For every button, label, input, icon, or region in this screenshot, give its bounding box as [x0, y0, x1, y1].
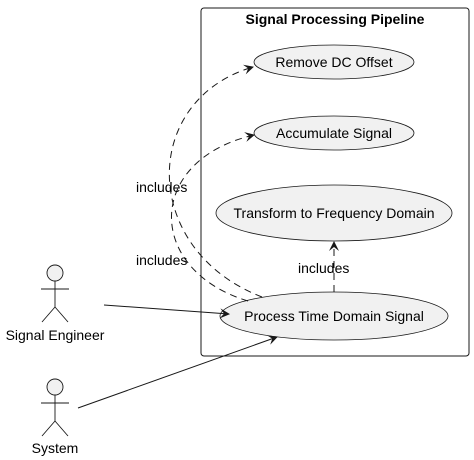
include-label-transform: includes — [298, 260, 349, 276]
use-case-label: Transform to Frequency Domain — [234, 205, 435, 221]
actor-system[interactable]: System — [32, 378, 79, 456]
include-arrow-remove-dc — [168, 64, 263, 298]
association-engineer-process — [103, 304, 230, 319]
use-case-transform-frequency[interactable]: Transform to Frequency Domain — [215, 184, 453, 242]
use-case-label: Accumulate Signal — [276, 125, 392, 141]
association-system-process — [77, 335, 278, 409]
include-label-remove-dc: includes — [136, 179, 187, 195]
actor-label: Signal Engineer — [6, 327, 105, 343]
include-arrow-accumulate — [171, 132, 255, 302]
use-case-accumulate-signal[interactable]: Accumulate Signal — [253, 115, 415, 151]
actor-signal-engineer[interactable]: Signal Engineer — [6, 264, 105, 343]
actor-label: System — [32, 440, 79, 456]
use-case-remove-dc-offset[interactable]: Remove DC Offset — [253, 44, 415, 80]
system-boundary: Signal Processing Pipeline — [200, 7, 470, 357]
use-case-label: Remove DC Offset — [275, 54, 392, 70]
include-label-accumulate: includes — [136, 252, 187, 268]
package-title: Signal Processing Pipeline — [246, 11, 425, 27]
use-case-label: Process Time Domain Signal — [244, 308, 424, 324]
use-case-process-time-domain[interactable]: Process Time Domain Signal — [219, 291, 449, 341]
